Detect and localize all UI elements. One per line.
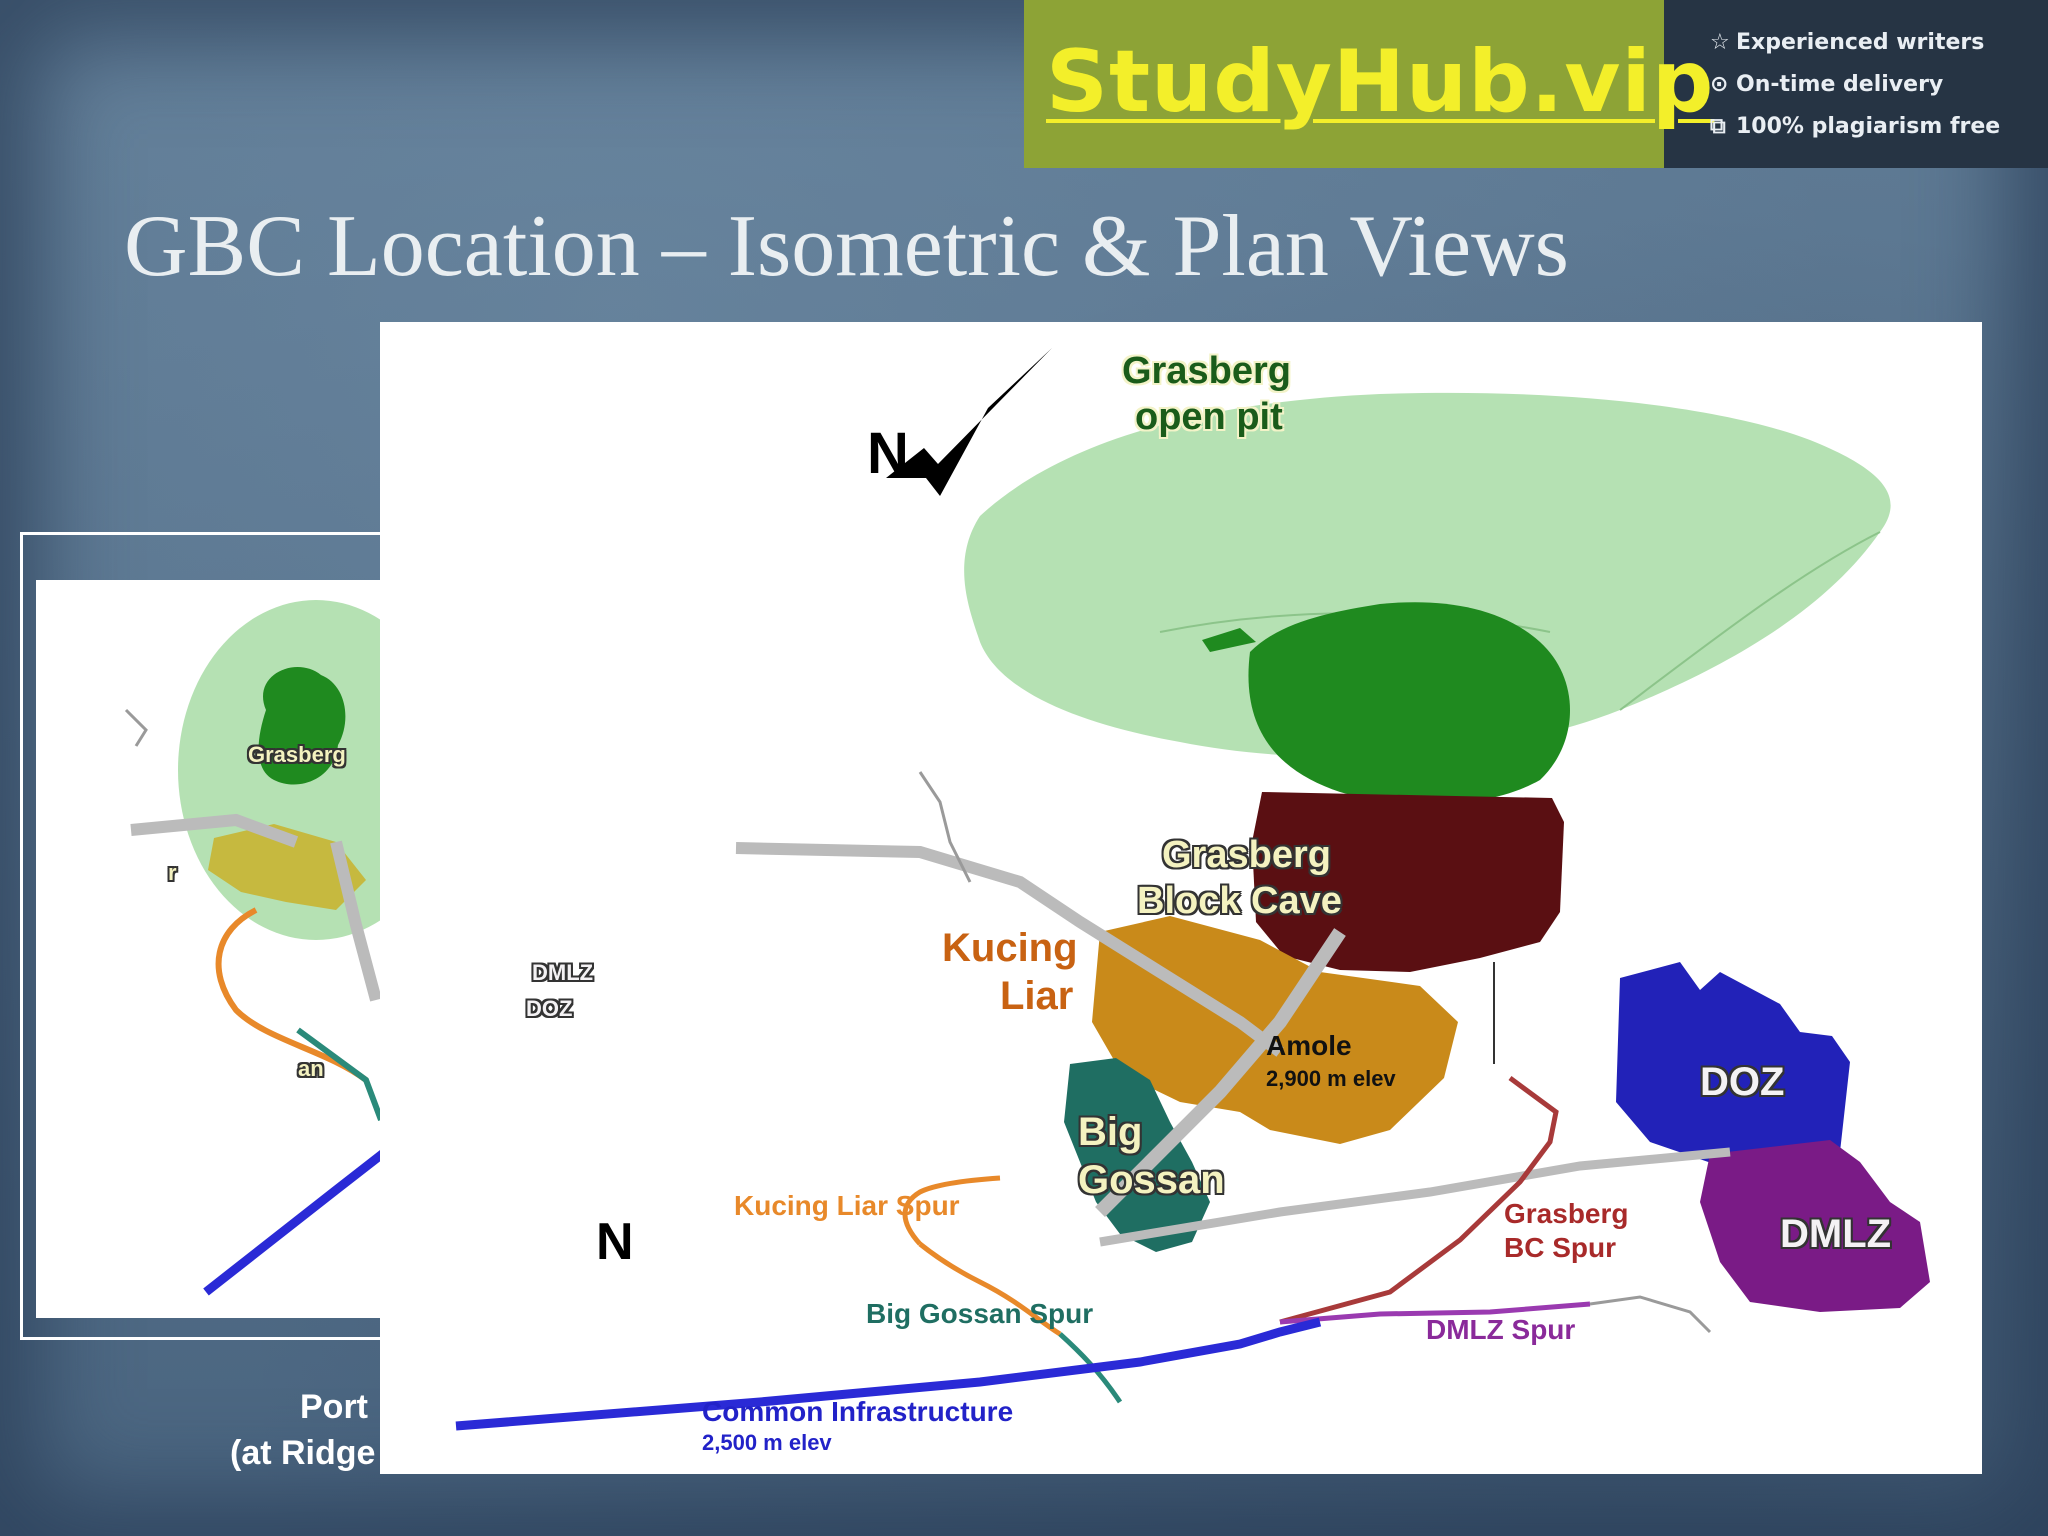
north-arrow-icon	[886, 348, 1052, 496]
doz-shape	[1616, 962, 1850, 1166]
clock-icon: ⊙	[1710, 72, 1729, 97]
label-grasberg-bc-spur-line1: Grasberg	[1504, 1198, 1629, 1229]
ad-banner[interactable]: StudyHub.vip ☆Experienced writers ⊙ On-ti…	[1024, 0, 2048, 168]
brand-logo-text[interactable]: StudyHub.vip	[1046, 32, 1715, 132]
grey-tunnel	[1095, 928, 1346, 1217]
plan-label-doz: DOZ	[526, 996, 573, 1021]
label-kucing-liar-spur: Kucing Liar Spur	[734, 1190, 960, 1221]
feature-text: On-time delivery	[1736, 72, 1944, 97]
open-pit-shape	[964, 392, 1891, 757]
label-block-cave-line2: Block Cave	[1137, 880, 1342, 922]
label-dmlz-spur: DMLZ Spur	[1426, 1314, 1576, 1345]
label-grasberg-bc-spur-line2: BC Spur	[1504, 1232, 1616, 1263]
north-label: N	[867, 421, 909, 486]
plan-big-gossan-spur	[296, 1027, 384, 1122]
big-gossan-spur	[1058, 1332, 1123, 1404]
label-big-gossan-spur: Big Gossan Spur	[866, 1298, 1094, 1329]
grasberg-ore-shape	[1248, 602, 1570, 805]
common-infrastructure	[455, 1317, 1322, 1431]
grasberg-ore-fragment	[1202, 628, 1256, 652]
kucing-liar-spur	[902, 1175, 1001, 1246]
copy-icon: ⧉	[1710, 114, 1726, 139]
label-block-cave-line1: Grasberg	[1162, 834, 1331, 876]
plan-tunnel-network	[124, 708, 148, 747]
slide-title: GBC Location – Isometric & Plan Views	[124, 198, 1569, 295]
label-big-gossan-line2: Gossan	[1078, 1158, 1225, 1202]
grey-tunnel	[1099, 1147, 1731, 1247]
kucing-liar-spur	[918, 1242, 1062, 1337]
block-cave-shape	[1252, 792, 1564, 972]
tunnel-network	[918, 771, 972, 883]
plan-caption-line1: Port	[300, 1388, 368, 1426]
label-common-infrastructure-line1: Common Infrastructure	[702, 1396, 1014, 1427]
plan-grasberg-ore-shape	[258, 667, 346, 785]
plan-label-grasberg: Grasberg	[248, 742, 346, 767]
label-dmlz: DMLZ	[1780, 1212, 1892, 1256]
label-common-infrastructure-line2: 2,500 m elev	[702, 1430, 832, 1455]
feature-text: Experienced writers	[1736, 30, 1985, 55]
plan-label-clipped-r: r	[168, 860, 177, 885]
plan-label-clipped-an: an	[298, 1056, 324, 1081]
isometric-view-panel: N Grasberg open pit Grasberg Block Cave …	[380, 322, 1982, 1474]
label-big-gossan-line1: Big	[1078, 1110, 1143, 1154]
grasberg-bc-spur	[1279, 1075, 1559, 1325]
feature-plagiarism-free: ⧉ 100% plagiarism free	[1710, 114, 2000, 139]
plan-kucing-liar-spur	[215, 907, 368, 1083]
isometric-view-diagram	[455, 348, 1930, 1431]
plan-caption-line2: (at Ridge	[230, 1434, 376, 1472]
label-open-pit-line1: Grasberg	[1122, 350, 1291, 392]
label-kucing-liar-line2: Liar	[1000, 974, 1074, 1018]
label-doz: DOZ	[1700, 1060, 1785, 1104]
dmlz-shape	[1700, 1140, 1930, 1312]
banner-brand-area	[1024, 0, 1664, 168]
plan-grey-tunnel	[330, 840, 382, 1002]
label-amole-line2: 2,900 m elev	[1266, 1066, 1396, 1091]
plan-view-diagram	[124, 600, 420, 1296]
feature-experienced-writers: ☆Experienced writers	[1710, 30, 1984, 55]
plan-kucing-liar-shape	[208, 824, 366, 910]
feature-text: 100% plagiarism free	[1736, 114, 2001, 139]
feature-on-time-delivery: ⊙ On-time delivery	[1710, 72, 1943, 97]
grey-tunnel	[735, 842, 1284, 1057]
tunnel-network	[1589, 1295, 1712, 1334]
star-icon: ☆	[1710, 30, 1730, 55]
banner-features-area	[1664, 0, 2048, 168]
plan-grey-tunnel	[130, 813, 299, 848]
open-pit-contour	[1619, 531, 1881, 711]
label-amole-line1: Amole	[1266, 1030, 1352, 1061]
plan-label-dmlz: DMLZ	[532, 960, 594, 985]
plan-view-panel: Grasberg r an	[36, 580, 420, 1318]
label-open-pit-line2: open pit	[1135, 396, 1283, 438]
plan-north-label: N	[596, 1213, 634, 1271]
dmlz-spur	[1279, 1301, 1591, 1325]
label-kucing-liar-line1: Kucing	[942, 926, 1078, 970]
